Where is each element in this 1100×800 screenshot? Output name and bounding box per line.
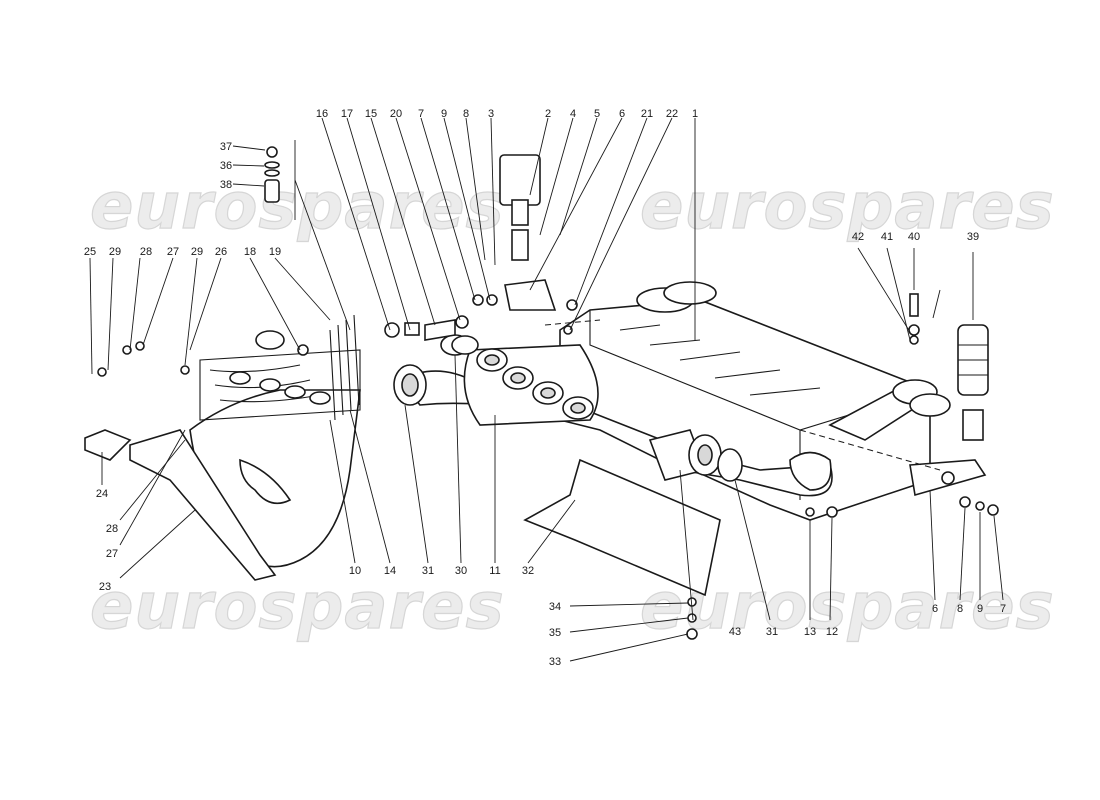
callout-8: 8	[463, 108, 469, 120]
callout-30: 30	[455, 565, 467, 577]
callout-9b: 9	[977, 603, 983, 615]
callout-27b: 27	[106, 548, 118, 560]
callout-27: 27	[167, 246, 179, 258]
callout-36: 36	[220, 160, 232, 172]
callout-29: 29	[109, 246, 121, 258]
callout-9: 9	[441, 108, 447, 120]
callout-3: 3	[488, 108, 494, 120]
top-left-stack	[264, 146, 280, 203]
callout-35: 35	[549, 627, 561, 639]
rear-muffler	[559, 281, 951, 521]
callout-7: 7	[418, 108, 424, 120]
callout-38: 38	[220, 179, 232, 191]
callout-7b: 7	[1000, 603, 1006, 615]
callout-6b: 6	[932, 603, 938, 615]
rear-bracket	[805, 459, 999, 518]
callout-24: 24	[96, 488, 108, 500]
callout-18: 18	[244, 246, 256, 258]
callout-22: 22	[666, 108, 678, 120]
callout-40: 40	[908, 231, 920, 243]
leader-lines	[89, 117, 1004, 662]
callout-4: 4	[570, 108, 576, 120]
callout-labels: 16 17 15 20 7 9 8 3 2 4 5 6 21 22 1 37 3…	[84, 108, 1006, 668]
callout-19: 19	[269, 246, 281, 258]
left-small-fasteners	[97, 330, 309, 377]
right-top-fasteners	[908, 293, 920, 345]
callout-5: 5	[594, 108, 600, 120]
small-fasteners-top	[384, 294, 498, 355]
callout-1: 1	[692, 108, 698, 120]
callout-37: 37	[220, 141, 232, 153]
callout-17: 17	[341, 108, 353, 120]
callout-23: 23	[99, 581, 111, 593]
callout-16: 16	[316, 108, 328, 120]
heat-valve-assembly	[499, 154, 578, 335]
callout-32: 32	[522, 565, 534, 577]
watermark-top-left: eurospares	[90, 170, 505, 244]
callout-12: 12	[826, 626, 838, 638]
guide-line	[799, 429, 941, 471]
callout-28: 28	[140, 246, 152, 258]
callout-10: 10	[349, 565, 361, 577]
callout-42: 42	[852, 231, 864, 243]
callout-20: 20	[390, 108, 402, 120]
watermark-top-right: eurospares	[640, 170, 1055, 244]
callout-11: 11	[489, 565, 500, 577]
callout-41: 41	[881, 231, 893, 243]
callout-28b: 28	[106, 523, 118, 535]
muffler-mount	[957, 324, 989, 441]
watermark-bottom-left: eurospares	[90, 570, 505, 644]
callout-34: 34	[549, 601, 561, 613]
callout-29b: 29	[191, 246, 203, 258]
callout-8b: 8	[957, 603, 963, 615]
callout-26: 26	[215, 246, 227, 258]
callout-43: 43	[729, 626, 741, 638]
callout-2: 2	[545, 108, 551, 120]
callout-6: 6	[619, 108, 625, 120]
callout-15: 15	[365, 108, 377, 120]
callout-14: 14	[384, 565, 396, 577]
callout-21: 21	[641, 108, 653, 120]
exhaust-collector	[440, 334, 599, 426]
watermark-bottom-right: eurospares	[640, 570, 1055, 644]
callout-31b: 31	[766, 626, 778, 638]
callout-13: 13	[804, 626, 816, 638]
heat-shield-left	[84, 429, 277, 581]
callout-25: 25	[84, 246, 96, 258]
callout-31: 31	[422, 565, 434, 577]
callout-39: 39	[967, 231, 979, 243]
heat-shield-center	[523, 458, 721, 597]
callout-33: 33	[549, 656, 561, 668]
